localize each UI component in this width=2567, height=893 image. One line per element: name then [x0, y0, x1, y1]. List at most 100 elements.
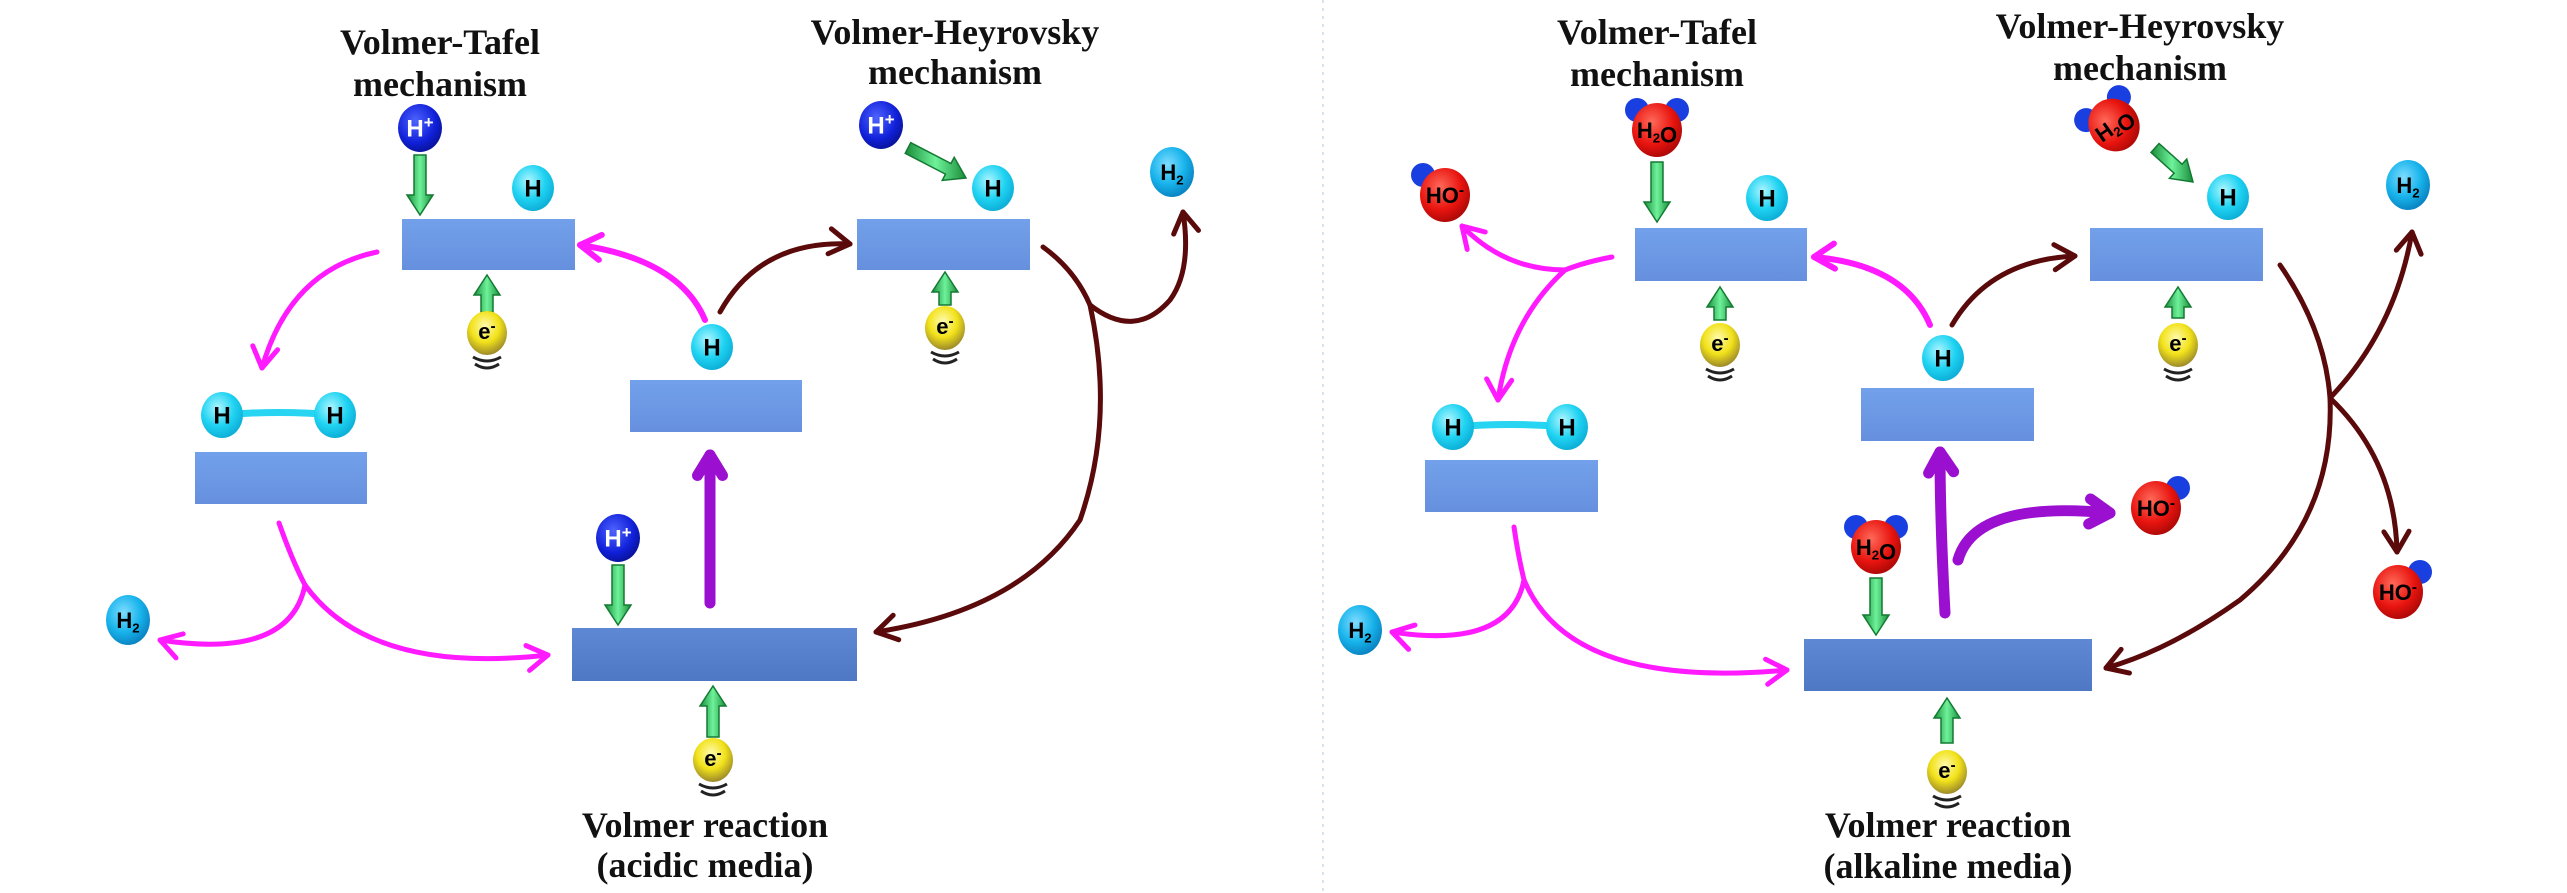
to-heyrovsky-arrow — [717, 226, 853, 315]
label-part: e — [478, 319, 490, 344]
water-o-sphere — [1851, 520, 1901, 574]
species-label: H — [1558, 415, 1575, 442]
arrow-shaft — [1459, 223, 1568, 273]
tafel-desorption-stem — [276, 520, 308, 588]
arrow-shaft — [717, 241, 853, 315]
electron-wave — [930, 350, 960, 358]
water-o-sphere — [1632, 103, 1682, 157]
label-part: H — [1637, 118, 1653, 143]
electron-wave — [472, 355, 502, 363]
arrow-head — [691, 449, 729, 481]
alkaline-panel-titles: Volmer-Tafel mechanism Volmer-Heyrovsky … — [1557, 6, 2284, 886]
tafel-electron: e- — [467, 311, 507, 370]
proton-sphere — [398, 104, 442, 152]
arrow-shaft — [259, 249, 380, 371]
subscript: 2 — [1872, 547, 1879, 562]
desorb-h2-arrow — [1389, 577, 1527, 652]
heyrovsky-hydroxide: HO- — [2373, 560, 2432, 619]
heyrovsky-stem — [1040, 244, 1093, 308]
electron-feed-arrow — [1932, 696, 1962, 744]
volmer-hydroxide-arrow — [1952, 493, 2116, 566]
h-h-surface — [1425, 460, 1598, 512]
arrow-shaft — [1934, 446, 1951, 619]
label-part: H — [984, 176, 1001, 203]
species-label: H — [213, 403, 230, 430]
electron-feed-arrow — [2163, 285, 2193, 319]
arrow-head — [1923, 446, 1960, 479]
species-label: H — [524, 176, 541, 203]
label-part: H — [2219, 185, 2236, 212]
heyrovsky-adsorbed-h: H — [2207, 174, 2249, 220]
arrow-shaft — [873, 302, 1103, 635]
electron-sphere — [467, 311, 507, 355]
species-label: H — [1758, 186, 1775, 213]
species-label: H2 — [116, 608, 139, 635]
h-atom-sphere — [972, 165, 1014, 211]
arrow-shaft — [1521, 577, 1790, 676]
electron-wave — [700, 789, 726, 797]
tafel-h2-product: H2 — [106, 595, 150, 645]
label-part: O — [1660, 122, 1677, 147]
arrow-shaft — [2277, 262, 2333, 401]
electron-wave — [2163, 367, 2193, 375]
volmer-title-line1: Volmer reaction — [582, 805, 828, 845]
species-label: HO- — [2137, 495, 2175, 521]
volmer-title-line2: (alkaline media) — [1824, 846, 2073, 886]
adsorbed-h-surface — [630, 380, 802, 432]
label-part: e — [1938, 758, 1950, 783]
label-part: e — [2169, 331, 2181, 356]
electron-sphere — [2158, 323, 2198, 367]
subscript: 2 — [1176, 172, 1183, 187]
heyrovsky-surface — [857, 219, 1030, 270]
species-label: e- — [478, 318, 495, 344]
tafel-surface — [1635, 228, 1807, 281]
h-h-surface — [195, 452, 367, 504]
tafel-water: H2O — [1625, 98, 1689, 157]
volmer-title-line1: Volmer reaction — [1825, 805, 2071, 845]
volmer-surface — [1804, 639, 2092, 691]
species-label: e- — [1938, 757, 1955, 783]
tafel-title-line2: mechanism — [1570, 54, 1744, 94]
subscript: 2 — [132, 620, 139, 635]
species-label: H — [1934, 346, 1951, 373]
regen-surface-arrow — [302, 582, 551, 673]
heyrovsky-regen-arrow — [2103, 395, 2333, 676]
heyrovsky-h2-arrow — [1087, 209, 1201, 324]
h-atom-sphere — [691, 324, 733, 370]
arrow-head — [157, 631, 186, 661]
volmer-water: H2O — [1844, 515, 1908, 574]
h-atom-sphere — [314, 392, 356, 438]
superscript: - — [491, 318, 496, 335]
arrow-shaft — [1389, 577, 1527, 639]
heyrovsky-title-line2: mechanism — [868, 52, 1042, 92]
electron-wave — [698, 782, 728, 790]
h-atom-sphere — [1432, 404, 1474, 450]
proton-feed-arrow — [603, 564, 633, 627]
label-part: H — [1444, 415, 1461, 442]
h-atom-sphere — [201, 392, 243, 438]
adsorbed-h-surface — [1861, 388, 2034, 441]
species-label: H+ — [604, 523, 631, 552]
arrow-shaft — [302, 582, 551, 662]
arrow-head — [1389, 622, 1418, 652]
tafel-h2-product: H2 — [1338, 605, 1382, 655]
subscript: 2 — [1653, 130, 1660, 145]
water-o-sphere — [2088, 98, 2140, 152]
electron-wave — [1705, 367, 1735, 375]
label-part: H — [524, 176, 541, 203]
superscript: + — [622, 523, 632, 542]
h2-sphere — [106, 595, 150, 645]
proton-sphere — [596, 514, 640, 562]
h-atom-sphere — [1546, 404, 1588, 450]
arrow-shaft — [2327, 229, 2415, 401]
acidic-panel-titles: Volmer-Tafel mechanism Volmer-Heyrovsky … — [340, 12, 1099, 885]
arrow-shaft — [1495, 267, 1568, 403]
reaction-arrows — [157, 209, 2424, 687]
to-heyrovsky-arrow — [1949, 242, 2078, 328]
hydroxide-o-sphere — [1420, 168, 1470, 222]
tafel-electron: e- — [1700, 323, 1740, 382]
